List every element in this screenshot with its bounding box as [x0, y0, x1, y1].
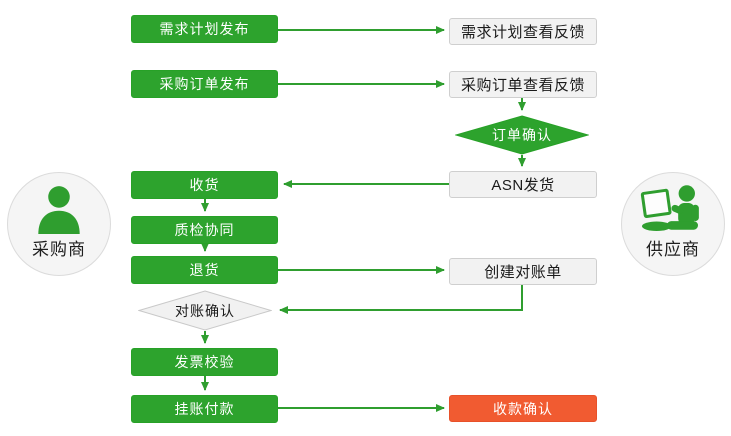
- node-quality-inspection: 质检协同: [131, 216, 278, 244]
- actor-buyer-label: 采购商: [32, 240, 86, 259]
- person-laptop-icon: [640, 185, 699, 231]
- diamond-shape: [455, 115, 589, 155]
- person-icon: [38, 186, 80, 234]
- node-order-confirm: 订单确认: [455, 115, 589, 155]
- node-reconciliation-confirm: 对账确认: [138, 290, 272, 331]
- node-create-statement: 创建对账单: [449, 258, 597, 285]
- node-receive-goods: 收货: [131, 171, 278, 199]
- node-purchase-order-feedback: 采购订单查看反馈: [449, 71, 597, 98]
- node-purchase-order-publish: 采购订单发布: [131, 70, 278, 98]
- actor-supplier: 供应商: [621, 172, 725, 276]
- node-demand-plan-publish: 需求计划发布: [131, 15, 278, 43]
- node-payment-received-confirm: 收款确认: [449, 395, 597, 422]
- node-label: 对账确认: [175, 302, 235, 319]
- node-demand-plan-feedback: 需求计划查看反馈: [449, 18, 597, 45]
- actor-buyer: 采购商: [7, 172, 111, 276]
- node-label: 订单确认: [492, 127, 552, 143]
- actor-supplier-label: 供应商: [646, 240, 700, 259]
- node-asn-shipping: ASN发货: [449, 171, 597, 198]
- arrow-statement-to-reconciliation: [279, 285, 523, 314]
- node-return-goods: 退货: [131, 256, 278, 284]
- node-invoice-verification: 发票校验: [131, 348, 278, 376]
- node-payment-on-account: 挂账付款: [131, 395, 278, 423]
- diamond-shape: [138, 290, 272, 331]
